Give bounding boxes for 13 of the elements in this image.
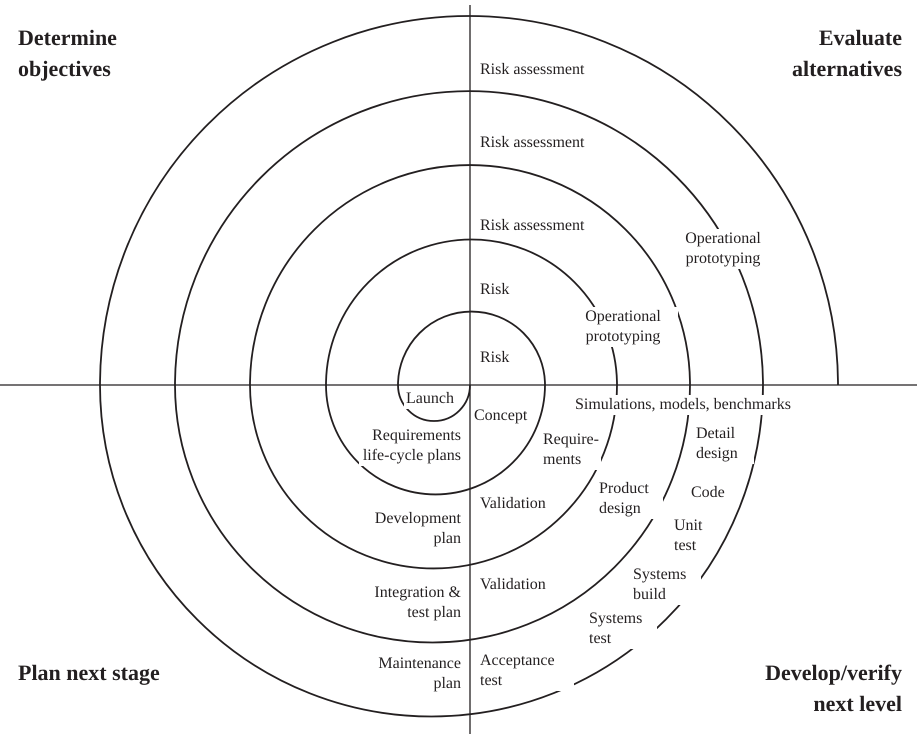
phase-label: Launch bbox=[404, 389, 456, 409]
quadrant-heading: Evaluate alternatives bbox=[791, 24, 902, 83]
phase-label: Requirements life-cycle plans bbox=[359, 426, 463, 466]
phase-label: Detail design bbox=[694, 424, 754, 464]
phase-label: Systems test bbox=[587, 609, 657, 649]
quadrant-heading: Plan next stage bbox=[18, 659, 161, 687]
quadrant-heading: Determine objectives bbox=[18, 24, 118, 83]
phase-label: Concept bbox=[472, 406, 530, 426]
quadrant-heading: Develop/verify next level bbox=[764, 659, 902, 718]
phase-label: Require- ments bbox=[541, 430, 601, 470]
phase-label: Systems build bbox=[631, 565, 701, 605]
phase-label: Simulations, models, benchmarks bbox=[573, 395, 793, 415]
phase-label: Product design bbox=[597, 479, 663, 519]
